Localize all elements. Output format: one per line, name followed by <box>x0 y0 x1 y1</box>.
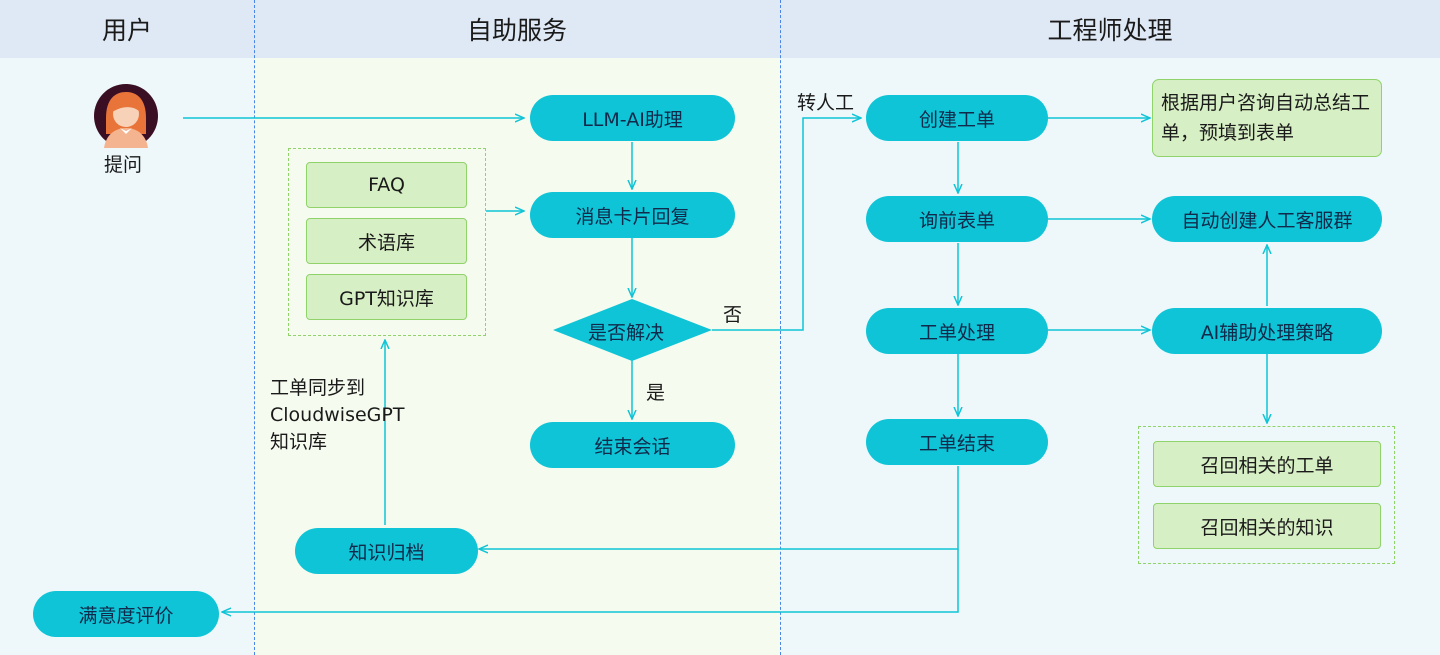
arrow-decision-to-create <box>712 118 861 331</box>
recall-group <box>1138 426 1395 564</box>
faq-source[interactable]: FAQ <box>306 162 467 208</box>
lane-header-self-service: 自助服务 <box>254 0 780 58</box>
arrow-end-to-satisfaction <box>222 549 959 612</box>
lane-header-user: 用户 <box>0 0 254 58</box>
sync-note: 工单同步到 CloudwiseGPT 知识库 <box>270 377 405 453</box>
inquiry-form-node[interactable]: 询前表单 <box>866 196 1048 242</box>
arrow-end-to-archive <box>479 466 959 549</box>
no-label: 否 <box>723 304 743 326</box>
gpt-kb-source[interactable]: GPT知识库 <box>306 274 467 320</box>
ask-label: 提问 <box>104 154 143 176</box>
decision-diamond <box>553 299 712 361</box>
recall-tickets[interactable]: 召回相关的工单 <box>1153 441 1381 487</box>
glossary-source[interactable]: 术语库 <box>306 218 467 264</box>
auto-group-node[interactable]: 自动创建人工客服群 <box>1152 196 1382 242</box>
message-card-node[interactable]: 消息卡片回复 <box>530 192 735 238</box>
transfer-label: 转人工 <box>797 92 855 114</box>
knowledge-archive-node[interactable]: 知识归档 <box>295 528 478 574</box>
decision-label: 是否解决 <box>588 322 665 344</box>
satisfaction-node[interactable]: 满意度评价 <box>33 591 219 637</box>
recall-knowledge[interactable]: 召回相关的知识 <box>1153 503 1381 549</box>
user-avatar-icon <box>94 84 158 148</box>
lane-header-engineer: 工程师处理 <box>780 0 1440 58</box>
llm-assistant-node[interactable]: LLM-AI助理 <box>530 95 735 141</box>
yes-label: 是 <box>646 382 666 404</box>
create-ticket-node[interactable]: 创建工单 <box>866 95 1048 141</box>
user-avatar <box>94 84 158 148</box>
lane-divider-2 <box>780 0 781 655</box>
lane-divider-1 <box>254 0 255 655</box>
ai-strategy-node[interactable]: AI辅助处理策略 <box>1152 308 1382 354</box>
ticket-processing-node[interactable]: 工单处理 <box>866 308 1048 354</box>
auto-summary-box[interactable]: 根据用户咨询自动总结工单，预填到表单 <box>1152 79 1382 157</box>
ticket-end-node[interactable]: 工单结束 <box>866 419 1048 465</box>
end-session-node[interactable]: 结束会话 <box>530 422 735 468</box>
knowledge-source-group <box>288 148 486 336</box>
